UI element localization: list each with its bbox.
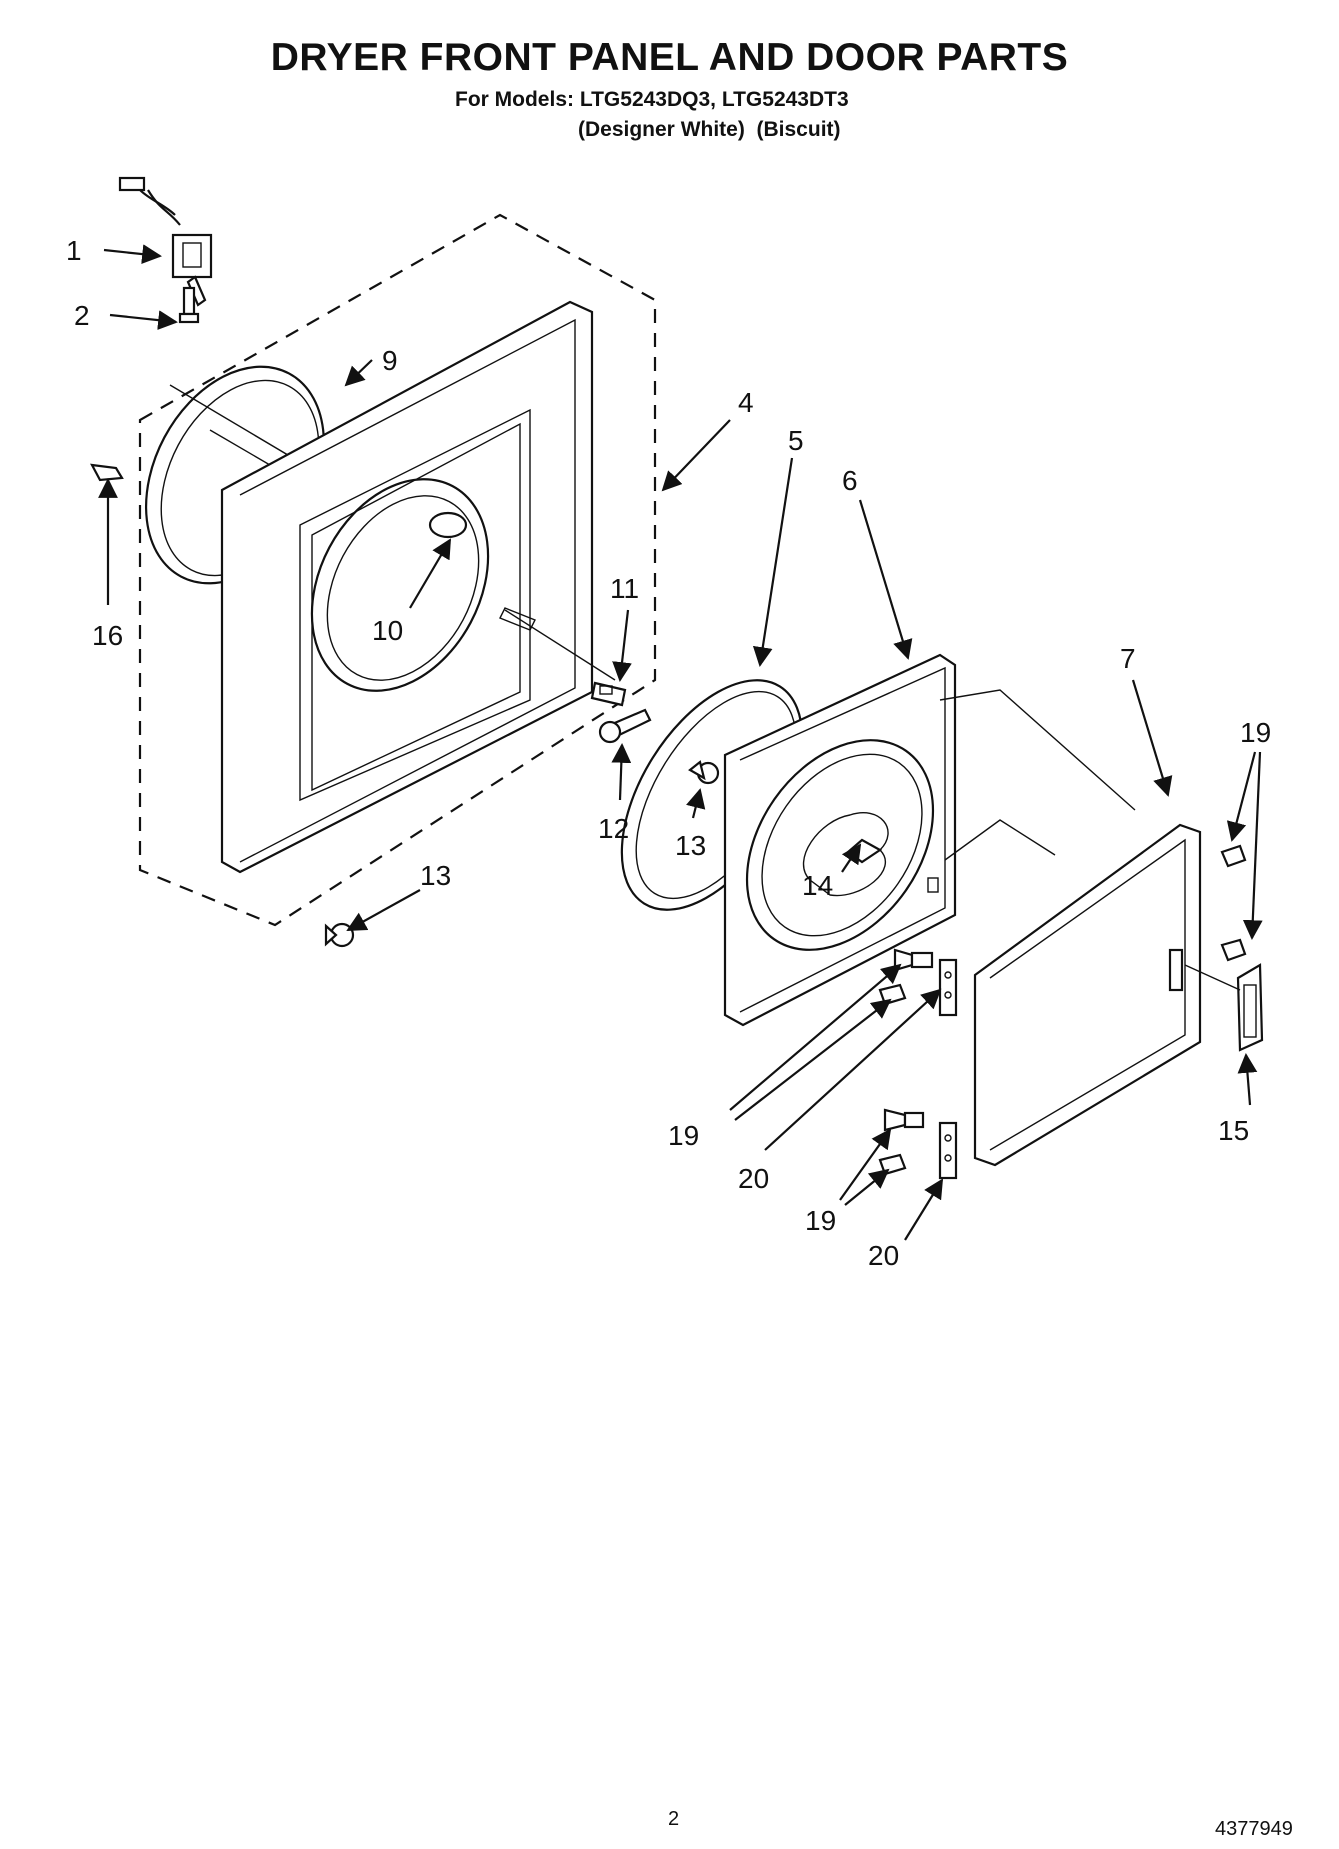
screw-13-upper — [688, 760, 720, 785]
cabinet-outline — [138, 213, 657, 927]
callout-13-lower: 13 — [420, 860, 451, 891]
outer-door-7 — [973, 823, 1202, 1167]
clip-16 — [90, 463, 124, 482]
leader-arrows — [98, 244, 1263, 1241]
screw-19-a — [893, 948, 934, 972]
screw-2 — [178, 286, 200, 324]
callout-15: 15 — [1218, 1115, 1249, 1146]
page-number: 2 — [668, 1808, 680, 1830]
callout-19-right: 19 — [1240, 717, 1271, 748]
callout-14: 14 — [802, 870, 833, 901]
callout-5: 5 — [788, 425, 804, 456]
hinge-20-lower — [938, 1121, 958, 1180]
screw-13-lower — [324, 922, 355, 948]
screw-19-d — [878, 1153, 907, 1176]
page-title: DRYER FRONT PANEL AND DOOR PARTS — [270, 36, 1069, 79]
screw-19-b — [878, 983, 907, 1006]
screw-12 — [598, 708, 652, 744]
screw-19-c — [883, 1108, 925, 1132]
sensor-switch — [118, 176, 213, 307]
callout-7: 7 — [1120, 643, 1136, 674]
screw-19-e — [1220, 844, 1247, 868]
front-panel — [220, 300, 616, 874]
callout-10: 10 — [372, 615, 403, 646]
callout-19-left: 19 — [668, 1120, 699, 1151]
door-catch-11 — [590, 681, 627, 707]
callout-2: 2 — [74, 300, 90, 331]
hinge-20-upper — [938, 958, 958, 1017]
callout-19-lower: 19 — [805, 1205, 836, 1236]
callout-1: 1 — [66, 235, 82, 266]
callout-6: 6 — [842, 465, 858, 496]
callout-20-upper: 20 — [738, 1163, 769, 1194]
callout-12: 12 — [598, 813, 629, 844]
callout-9: 9 — [382, 345, 398, 376]
callout-16: 16 — [92, 620, 123, 651]
inner-door-panel-6 — [723, 653, 1136, 1027]
models-line: For Models: LTG5243DQ3, LTG5243DT3 — [455, 88, 849, 111]
callout-20-lower: 20 — [868, 1240, 899, 1271]
door-handle-15 — [1184, 963, 1264, 1052]
callout-4: 4 — [738, 387, 754, 418]
screw-19-f — [1220, 938, 1247, 962]
document-number: 4377949 — [1215, 1818, 1293, 1840]
callout-13-upper: 13 — [675, 830, 706, 861]
color-variants-line: (Designer White) (Biscuit) — [578, 118, 841, 141]
callout-11: 11 — [610, 573, 639, 604]
